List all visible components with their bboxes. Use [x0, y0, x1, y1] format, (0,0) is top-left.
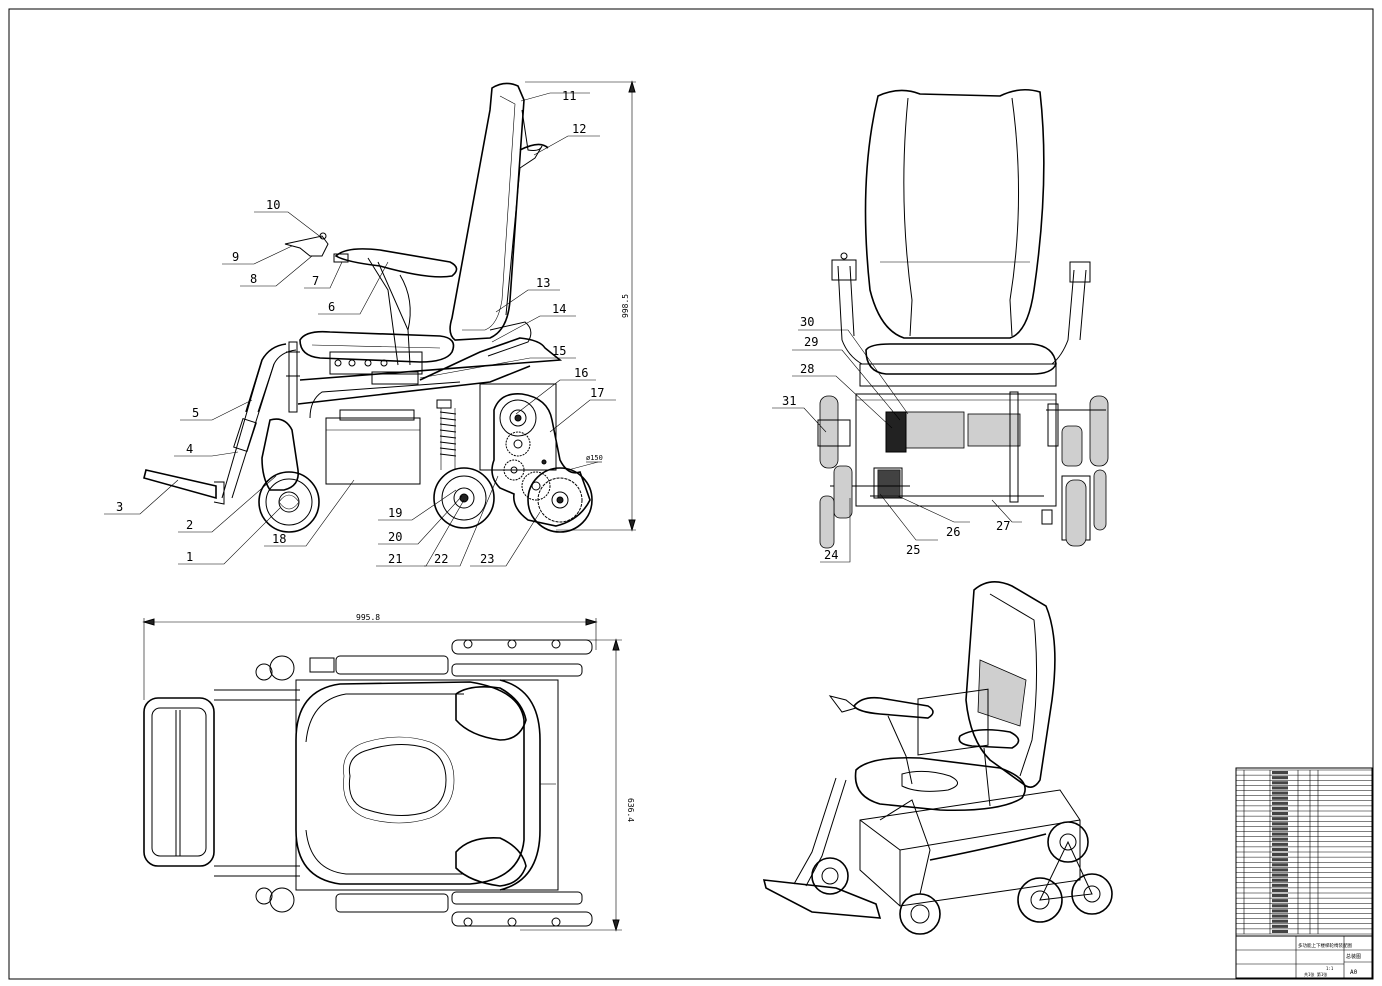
callout-11: 11 — [562, 89, 576, 103]
side-view: 998.5 ø150 — [143, 80, 636, 533]
callout-9: 9 — [232, 250, 239, 264]
callout-19: 19 — [388, 506, 402, 520]
callout-2: 2 — [186, 518, 193, 532]
parts-row-name-cell — [1272, 868, 1288, 872]
parts-row-name-cell — [1272, 919, 1288, 923]
parts-row-name-cell — [1272, 888, 1288, 892]
parts-row-name-cell — [1272, 899, 1288, 903]
callout-28: 28 — [800, 362, 814, 376]
callout-31: 31 — [782, 394, 796, 408]
callout-21: 21 — [388, 552, 402, 566]
parts-row-name-cell — [1272, 771, 1288, 775]
callout-12: 12 — [572, 122, 586, 136]
front-view — [817, 88, 1109, 549]
side-wheel-diameter: ø150 — [586, 454, 603, 462]
drawing-scale: 1:1 — [1326, 966, 1334, 971]
parts-row-name-cell — [1272, 817, 1288, 821]
parts-row-name-cell — [1272, 822, 1288, 826]
callout-16: 16 — [574, 366, 588, 380]
callout-25: 25 — [906, 543, 920, 557]
side-height-dimension: 998.5 — [621, 294, 630, 318]
callout-29: 29 — [804, 335, 818, 349]
callout-18: 18 — [272, 532, 286, 546]
parts-row-name-cell — [1272, 883, 1288, 887]
parts-row-name-cell — [1272, 924, 1288, 928]
callout-7: 7 — [312, 274, 319, 288]
front-callouts: 30 29 28 31 24 25 26 27 — [772, 315, 1022, 563]
callout-17: 17 — [590, 386, 604, 400]
callout-8: 8 — [250, 272, 257, 286]
callout-14: 14 — [552, 302, 566, 316]
callout-6: 6 — [328, 300, 335, 314]
drawing-title: 多功能上下楼梯轮椅装配图 — [1298, 942, 1352, 949]
callout-13: 13 — [536, 276, 550, 290]
parts-row-name-cell — [1272, 873, 1288, 877]
parts-row-name-cell — [1272, 806, 1288, 810]
callout-20: 20 — [388, 530, 402, 544]
callout-1: 1 — [186, 550, 193, 564]
iso-view — [762, 581, 1113, 935]
parts-row-name-cell — [1272, 781, 1288, 785]
parts-row-name-cell — [1272, 863, 1288, 867]
callout-30: 30 — [800, 315, 814, 329]
drawing-sheet-info: 共1张 第1张 — [1304, 971, 1327, 977]
parts-row-name-cell — [1272, 842, 1288, 846]
callout-23: 23 — [480, 552, 494, 566]
parts-row-name-cell — [1272, 914, 1288, 918]
parts-row-name-cell — [1272, 791, 1288, 795]
parts-row-name-cell — [1272, 827, 1288, 831]
callout-5: 5 — [192, 406, 199, 420]
parts-row-name-cell — [1272, 837, 1288, 841]
callout-24: 24 — [824, 548, 838, 562]
drawing-name: 总装图 — [1346, 953, 1361, 960]
top-length-dimension: 995.8 — [356, 613, 380, 622]
top-view: 995.8 636.4 — [142, 613, 635, 932]
parts-row-name-cell — [1272, 801, 1288, 805]
top-width-dimension: 636.4 — [626, 798, 635, 822]
parts-row-name-cell — [1272, 878, 1288, 882]
parts-row-name-cell — [1272, 796, 1288, 800]
parts-row-name-cell — [1272, 786, 1288, 790]
side-callouts: 11 12 10 9 8 7 6 13 14 15 16 17 5 4 3 2 … — [104, 89, 616, 567]
callout-3: 3 — [116, 500, 123, 514]
sheet-border — [8, 8, 1374, 980]
callout-26: 26 — [946, 525, 960, 539]
callout-4: 4 — [186, 442, 193, 456]
parts-row-name-cell — [1272, 894, 1288, 898]
parts-row-name-cell — [1272, 858, 1288, 862]
drawing-size: A0 — [1350, 969, 1358, 976]
parts-row-name-cell — [1272, 904, 1288, 908]
callout-27: 27 — [996, 519, 1010, 533]
parts-row-name-cell — [1272, 847, 1288, 851]
parts-row-name-cell — [1272, 832, 1288, 836]
callout-15: 15 — [552, 344, 566, 358]
parts-row-name-cell — [1272, 853, 1288, 857]
callout-22: 22 — [434, 552, 448, 566]
parts-row-name-cell — [1272, 909, 1288, 913]
title-block: 多功能上下楼梯轮椅装配图 总装图 1:1 共1张 第1张 A0 — [1235, 767, 1373, 979]
callout-10: 10 — [266, 198, 280, 212]
parts-row-name-cell — [1272, 776, 1288, 780]
parts-row-name-cell — [1272, 929, 1288, 933]
parts-row-name-cell — [1272, 812, 1288, 816]
